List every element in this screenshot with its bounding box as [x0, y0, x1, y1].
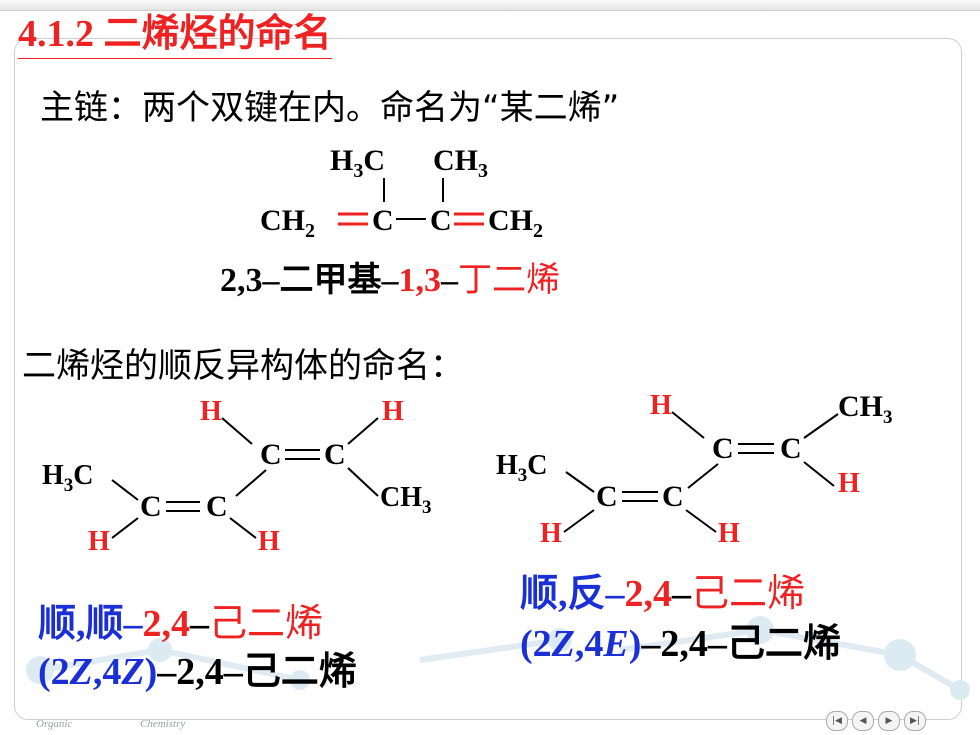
- atom-c4: C: [260, 438, 282, 471]
- atom-c3: C: [662, 480, 684, 513]
- atom-ch2-left: CH2: [260, 204, 315, 242]
- nav-last-button[interactable]: ▶|: [904, 711, 926, 731]
- name-prefix-blue: 顺,反–: [520, 573, 625, 615]
- nav-prev-button[interactable]: ◀: [852, 711, 874, 731]
- cis-trans-name-line2: (2Z,4E)–2,4–己二烯: [520, 612, 841, 667]
- atom-h3c-left: H3C: [42, 460, 94, 496]
- name-part-blue: (2: [520, 623, 552, 665]
- name-part-blue: ): [144, 651, 158, 693]
- name-part: 2,3–二甲基–: [220, 262, 399, 299]
- atom-c4: C: [712, 432, 734, 465]
- content-frame: [14, 38, 962, 720]
- nav-next-button[interactable]: ▶: [878, 711, 900, 731]
- name-locant-red: 2,4: [142, 603, 191, 645]
- cis-cis-name-line2: (2Z,4Z)–2,4–己二烯: [38, 640, 357, 695]
- atom-h-top-left: H: [650, 390, 672, 421]
- name-part-blue: ,4: [574, 623, 604, 665]
- name-part-blue: ): [628, 623, 642, 665]
- name-z-blue: Z: [69, 651, 93, 693]
- atom-c5: C: [324, 438, 346, 471]
- atom-c2: C: [372, 204, 394, 237]
- atom-h-bottom-left: H: [88, 526, 110, 557]
- section-heading: 二烯烃的顺反异构体的命名：: [22, 346, 464, 386]
- atom-h-bottom-right: H: [258, 526, 280, 557]
- name-parent-red: 己二烯: [209, 601, 324, 645]
- name-part: –: [441, 262, 458, 299]
- name-z-blue: Z: [551, 623, 575, 665]
- cis-cis-name-line1: 顺,顺–2,4–己二烯: [38, 592, 323, 647]
- name-part: –2,4–己二烯: [641, 623, 841, 665]
- atom-c3: C: [206, 490, 228, 523]
- molecule-cis-cis-hexadiene: H H C C CH3 H3C C C H H: [42, 396, 432, 557]
- name-z-blue: Z: [121, 651, 145, 693]
- atom-c2: C: [596, 480, 618, 513]
- name-e-blue: E: [603, 623, 629, 665]
- atom-c2: C: [140, 490, 162, 523]
- name-part-blue: ,4: [92, 651, 122, 693]
- molecule1-name: 2,3–二甲基–1,3–丁二烯: [220, 252, 560, 301]
- top-bar: [0, 0, 980, 11]
- page-title: 4.1.2 二烯烃的命名: [18, 10, 332, 59]
- atom-ch3: CH3: [433, 144, 488, 182]
- atom-ch2-right: CH2: [488, 204, 543, 242]
- name-part-blue: (2: [38, 651, 70, 693]
- name-parent-red: 丁二烯: [458, 260, 560, 300]
- atom-ch3-top-right: CH3: [838, 390, 893, 428]
- intro-line: 主链：两个双键在内。命名为“某二烯”: [40, 88, 620, 128]
- molecule-dimethylbutadiene: H3C CH3 CH2 C C CH2: [260, 144, 543, 242]
- footer-chemistry: Chemistry: [140, 718, 186, 730]
- atom-h-bottom-right: H: [718, 518, 740, 549]
- cis-trans-name-line1: 顺,反–2,4–己二烯: [520, 562, 805, 617]
- name-part: –: [190, 603, 210, 645]
- name-locant-red: 1,3: [398, 262, 442, 299]
- atom-ch3-right: CH3: [380, 482, 432, 518]
- molecule-cis-trans-hexadiene: H CH3 C C H H3C C C H H: [496, 390, 893, 549]
- name-parent-red: 己二烯: [691, 571, 806, 615]
- name-part: –2,4–己二烯: [157, 651, 357, 693]
- name-prefix-blue: 顺,顺–: [38, 603, 143, 645]
- atom-c3: C: [430, 204, 452, 237]
- nav-first-button[interactable]: |◀: [826, 711, 848, 731]
- atom-h-bottom-left: H: [540, 518, 562, 549]
- name-locant-red: 2,4: [624, 573, 673, 615]
- name-part: –: [672, 573, 692, 615]
- atom-c5: C: [780, 432, 802, 465]
- background-molecule-decoration: [26, 616, 970, 700]
- atom-h3c-left: H3C: [496, 450, 548, 486]
- atom-h-right: H: [838, 468, 860, 499]
- footer-organic: Organic: [36, 718, 73, 730]
- atom-h-top-left: H: [200, 396, 222, 427]
- atom-h-top-right: H: [382, 396, 404, 427]
- atom-h3c: H3C: [330, 144, 385, 182]
